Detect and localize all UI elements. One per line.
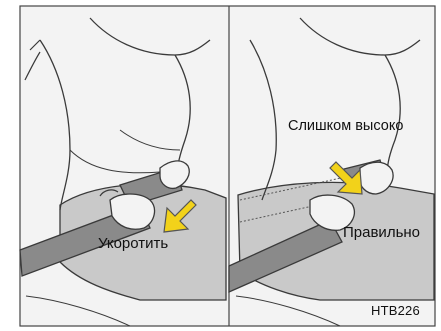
too-high-label: Слишком высоко [288,119,403,134]
shorten-label: Укоротить [98,236,168,251]
correct-label: Правильно [343,225,420,240]
figure-code: HTB226 [371,304,420,317]
